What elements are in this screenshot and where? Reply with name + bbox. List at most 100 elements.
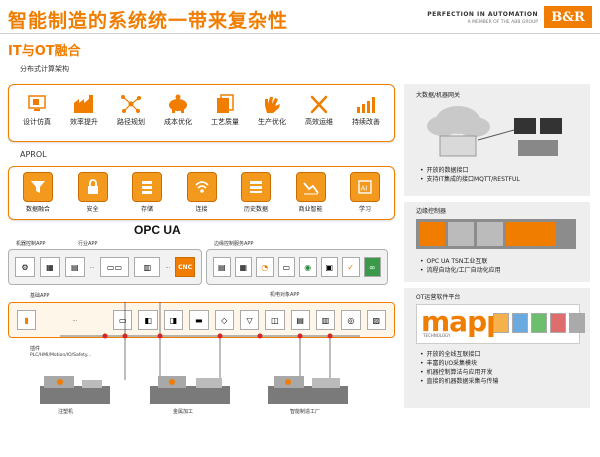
factory-icon: [73, 93, 95, 115]
item-path-planning: 路径规划: [117, 93, 145, 127]
metal-machine: [150, 372, 230, 410]
item-improvement: 持续改善: [352, 93, 380, 127]
gear-icon: ⚙: [15, 257, 35, 277]
pump-icon: ◎: [341, 310, 361, 330]
cnc-icon: CNC: [175, 257, 196, 277]
mapp-app-icon: [493, 313, 509, 333]
machine-label-0: 注塑机: [58, 409, 74, 415]
edge-module-icon: [448, 222, 474, 246]
item-efficiency: 效率提升: [70, 93, 98, 127]
page-title: 智能制造的系统统一带来复杂性: [8, 10, 289, 32]
chart-icon: [295, 172, 326, 202]
globe-icon: ◉: [299, 257, 317, 277]
aprol-history: 历史数据: [241, 172, 271, 213]
mech-app-label: 机电对象APP: [270, 292, 300, 298]
ai-icon: AI: [350, 172, 380, 202]
mapp-app-icon: [550, 313, 566, 333]
mapp-app-icon: [569, 313, 585, 333]
edge-controller-device: [416, 219, 576, 249]
bigdata-title: 大数据/机器网关: [416, 92, 461, 99]
rss-icon: ◔: [256, 257, 274, 277]
mapp-logo: mapp: [421, 305, 506, 338]
item-quality: 工艺质量: [211, 93, 239, 127]
conveyor-icon: ▬: [189, 310, 209, 330]
wifi-icon: [186, 172, 217, 202]
machine-app-label: 机器控制APP: [16, 241, 46, 247]
lock-icon: [77, 172, 108, 202]
dashboard-icon: ▣: [320, 257, 338, 277]
motor-icon: ◧: [138, 310, 158, 330]
ot-title: OT运营软件平台: [416, 294, 461, 301]
opcua-logo: OPC UA: [134, 223, 181, 237]
item-cost: 成本优化: [164, 93, 192, 127]
base-app-label: 基础APP: [30, 293, 50, 299]
network-icon: [120, 93, 142, 115]
mapp-panel: mapp TECHNOLOGY: [416, 304, 585, 344]
hand-icon: [261, 93, 283, 115]
edge-panel: 边缘控制器 OPC UA TSN工业互联 流程自动化/工厂自动化应用: [404, 202, 590, 282]
machine-icon: ▤: [64, 257, 85, 277]
edge-module-icon: [506, 222, 556, 246]
tools-icon: [308, 93, 330, 115]
mapp-app-icon: [531, 313, 547, 333]
distributed-heading: 分布式计算架构: [20, 65, 69, 73]
report-icon: ✓: [342, 257, 360, 277]
aprol-heading: APROL: [20, 150, 47, 159]
press-tool-icon: ▽: [239, 310, 260, 330]
ot-bullet-0: 开放的全线互联接口: [420, 350, 499, 359]
machine-industry-app-box: ⚙ ▦ ▤ ... ▭▭ ▥ ... CNC: [8, 249, 202, 285]
item-design-sim: 设计仿真: [23, 93, 51, 127]
plugin-label: 插件: [30, 346, 41, 352]
injection-machine: [40, 372, 110, 410]
item-production-opt: 生产优化: [258, 93, 286, 127]
br-logo: B&R: [544, 6, 592, 28]
growth-icon: [355, 93, 377, 115]
aprol-security: 安全: [77, 172, 108, 213]
smart-factory-machine: [268, 372, 348, 410]
piggy-bank-icon: [167, 93, 189, 115]
edge-title: 边缘控制器: [416, 208, 447, 215]
ot-panel: OT运营软件平台 mapp TECHNOLOGY 开放的全线互联接口 丰富的I/…: [404, 288, 590, 408]
bigdata-bullet-1: 支持IT集成的接口MQTT/RESTFUL: [420, 175, 520, 184]
press-icon: ▥: [134, 257, 161, 277]
heater-icon: ▥: [315, 310, 336, 330]
monitor-icon: [26, 93, 48, 115]
item-maintenance: 高效运维: [305, 93, 333, 127]
history-icon: [241, 172, 271, 202]
documents-icon: [214, 93, 236, 115]
industry-app-label: 行业APP: [78, 241, 98, 247]
ot-bullet-2: 机器控制算法与应用开发: [420, 368, 499, 377]
gripper-icon: ▨: [366, 310, 386, 330]
machine-label-2: 智能制造工厂: [290, 409, 321, 415]
database-icon: ▤: [213, 257, 231, 277]
distributed-panel: 设计仿真 效率提升 路径规划 成本优化 工艺质量: [8, 84, 395, 142]
injection-machine-icon: [40, 376, 110, 404]
machine-label-1: 金属加工: [173, 409, 194, 415]
connection-lines: [60, 302, 360, 380]
grid-icon: ▦: [39, 257, 60, 277]
mqtt-icon: ∞: [363, 257, 381, 277]
cloud-servers-icon: [427, 106, 562, 157]
aprol-learning: AI 学习: [350, 172, 380, 213]
aprol-bi: 商业智能: [295, 172, 326, 213]
edge-bullet-0: OPC UA TSN工业互联: [420, 257, 501, 266]
edge-module-icon: [419, 222, 445, 246]
drive-icon: ◨: [163, 310, 184, 330]
ot-bullet-3: 直接的机器数据采集与传输: [420, 377, 499, 386]
bigdata-panel: 大数据/机器网关 开放的数据接口 支持IT集成的接口MQTT/RESTFUL: [404, 84, 590, 196]
edge-service-app-box: ▤ ▦ ◔ ▭ ◉ ▣ ✓ ∞: [206, 249, 388, 285]
brand-member: A MEMBER OF THE ABB GROUP: [467, 20, 538, 25]
svg-text:AI: AI: [361, 185, 368, 193]
mapp-sub: TECHNOLOGY: [423, 333, 451, 338]
aprol-panel: 数据融合 安全 存储 连接 历史数据 商业智能 AI 学习: [8, 166, 395, 220]
base-mech-app-box: ▮ ... ▭ ◧ ◨ ▬ ◇ ▽ ◫ ▤ ▥ ◎ ▨: [8, 302, 395, 338]
plugin-sub-label: PLC/HMI/Motion/IO/Safety...: [30, 353, 92, 358]
robot-icon: ▤: [290, 310, 310, 330]
thermometer-icon: ▮: [17, 310, 37, 330]
table-icon: ▦: [234, 257, 252, 277]
smart-factory-icon: [268, 376, 348, 404]
document-icon: ▭: [277, 257, 295, 277]
edge-module-icon: [477, 222, 503, 246]
ot-bullet-1: 丰富的I/O采集模块: [420, 359, 499, 368]
metal-machine-icon: [150, 376, 230, 404]
